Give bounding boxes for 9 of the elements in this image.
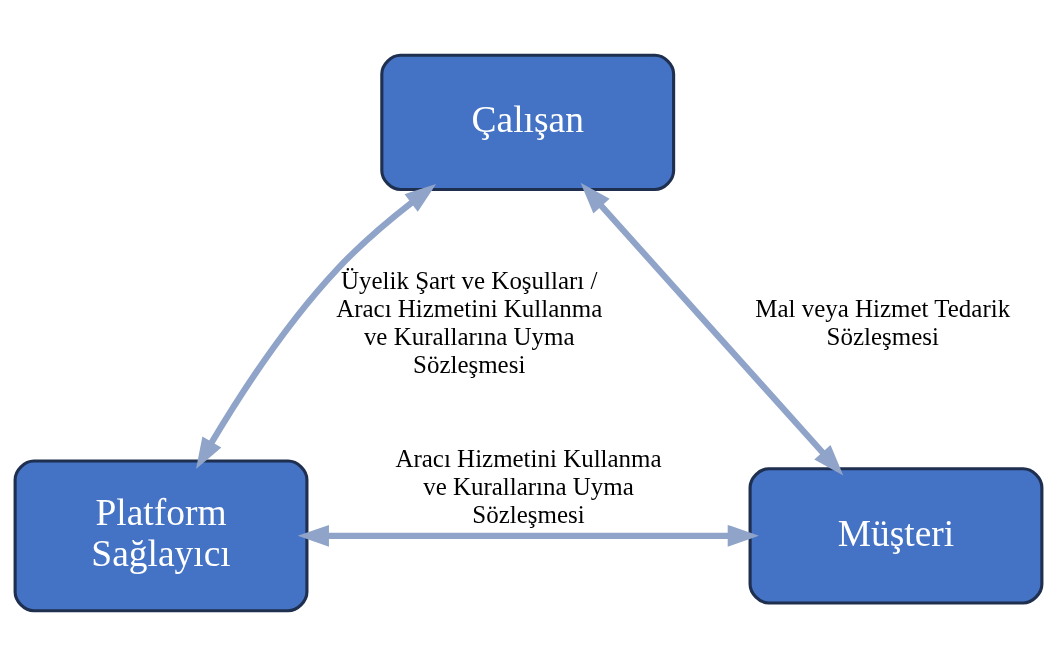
node-box: Çalışan [380, 53, 676, 191]
arrow [297, 524, 759, 547]
arrow [196, 184, 437, 470]
node-box: Platform Sağlayıcı [13, 459, 309, 613]
node-box: Müşteri [748, 467, 1044, 605]
edge-label: Mal veya Hizmet Tedarik Sözleşmesi [755, 295, 1011, 351]
edge-label: Üyelik Şart ve Koşulları / Aracı Hizmetini Kullanma ve Kurallarına Uyma Sözleşmesi [336, 267, 603, 379]
edge-label: Aracı Hizmetini Kullanma ve Kurallarına Uyma Sözleşmesi [395, 444, 662, 529]
arrow [580, 182, 844, 476]
